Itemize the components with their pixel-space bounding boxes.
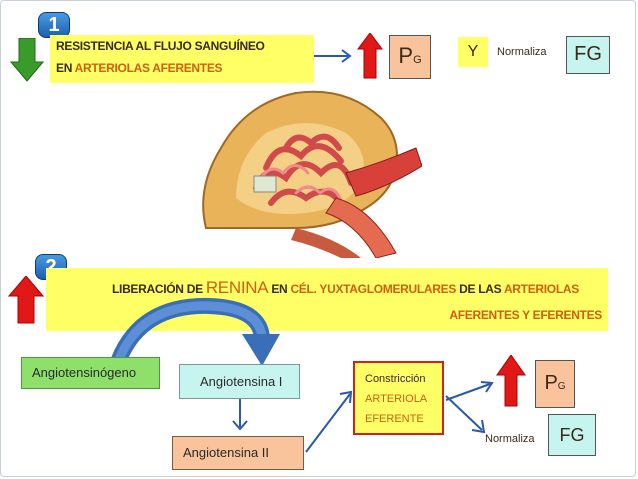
pg-label: P <box>544 372 558 394</box>
glomerulus-illustration <box>202 90 422 258</box>
step-1-connector-arrow-icon <box>314 49 352 63</box>
step-1-line-2-prefix: EN <box>56 61 73 75</box>
step-1-conjunction: Y <box>458 37 488 67</box>
diagonal-up-arrow-icon <box>305 390 353 453</box>
step-2-fg-box: FG <box>548 414 596 456</box>
down-arrow-icon <box>232 399 248 431</box>
step-2-line-2: AFERENTES Y EFERENTES <box>449 308 602 322</box>
step-2-line-1: LIBERACIÓN DE RENINA EN CÉL. YUXTAGLOMER… <box>112 278 579 298</box>
step-2-text-en: EN <box>271 282 288 296</box>
step-2-text-cells: CÉL. YUXTAGLOMERULARES <box>290 282 457 296</box>
angiotensina-i-box: Angiotensina I <box>179 364 300 399</box>
pg-subscript: G <box>557 381 566 392</box>
step-2-text-renina: RENINA <box>205 278 269 297</box>
step-1-fg-box: FG <box>566 36 610 74</box>
eferente-label: EFERENTE <box>365 413 424 425</box>
step-2-pg-box: PG <box>535 360 575 408</box>
red-up-arrow-icon <box>496 355 526 407</box>
pg-subscript: G <box>413 54 422 66</box>
curved-arrow-icon <box>110 297 280 366</box>
step-2-text-arteriolas: ARTERIOLAS <box>503 282 579 296</box>
angiotensinogeno-box: Angiotensinógeno <box>21 357 160 389</box>
step-1-pg-box: PG <box>389 35 431 79</box>
step-2-text-liberacion: LIBERACIÓN DE <box>112 282 203 296</box>
step-2-text-de-las: DE LAS <box>459 282 502 296</box>
red-up-arrow-icon <box>8 276 44 324</box>
up-right-arrow-icon <box>445 381 494 401</box>
red-up-arrow-icon <box>357 33 383 79</box>
constriccion-label: Constricción <box>365 373 426 385</box>
pg-label: P <box>398 43 414 68</box>
constriccion-box: Constricción ARTERIOLA EFERENTE <box>353 361 444 435</box>
step-1-line-1: RESISTENCIA AL FLUJO SANGUÍNEO <box>56 39 265 53</box>
angiotensina-ii-box: Angiotensina II <box>172 436 304 470</box>
green-down-arrow-icon <box>10 38 44 82</box>
arteriola-label: ARTERIOLA <box>365 393 428 405</box>
step-1-line-2-highlight: ARTERIOLAS AFERENTES <box>74 61 223 75</box>
step-1-panel: RESISTENCIA AL FLUJO SANGUÍNEO EN ARTERI… <box>50 35 314 83</box>
step-1-normaliza: Normaliza <box>497 46 547 58</box>
step-2-normaliza: Normaliza <box>485 433 535 445</box>
step-1-line-2: EN ARTERIOLAS AFERENTES <box>56 61 223 75</box>
down-right-arrow-icon <box>445 395 486 434</box>
